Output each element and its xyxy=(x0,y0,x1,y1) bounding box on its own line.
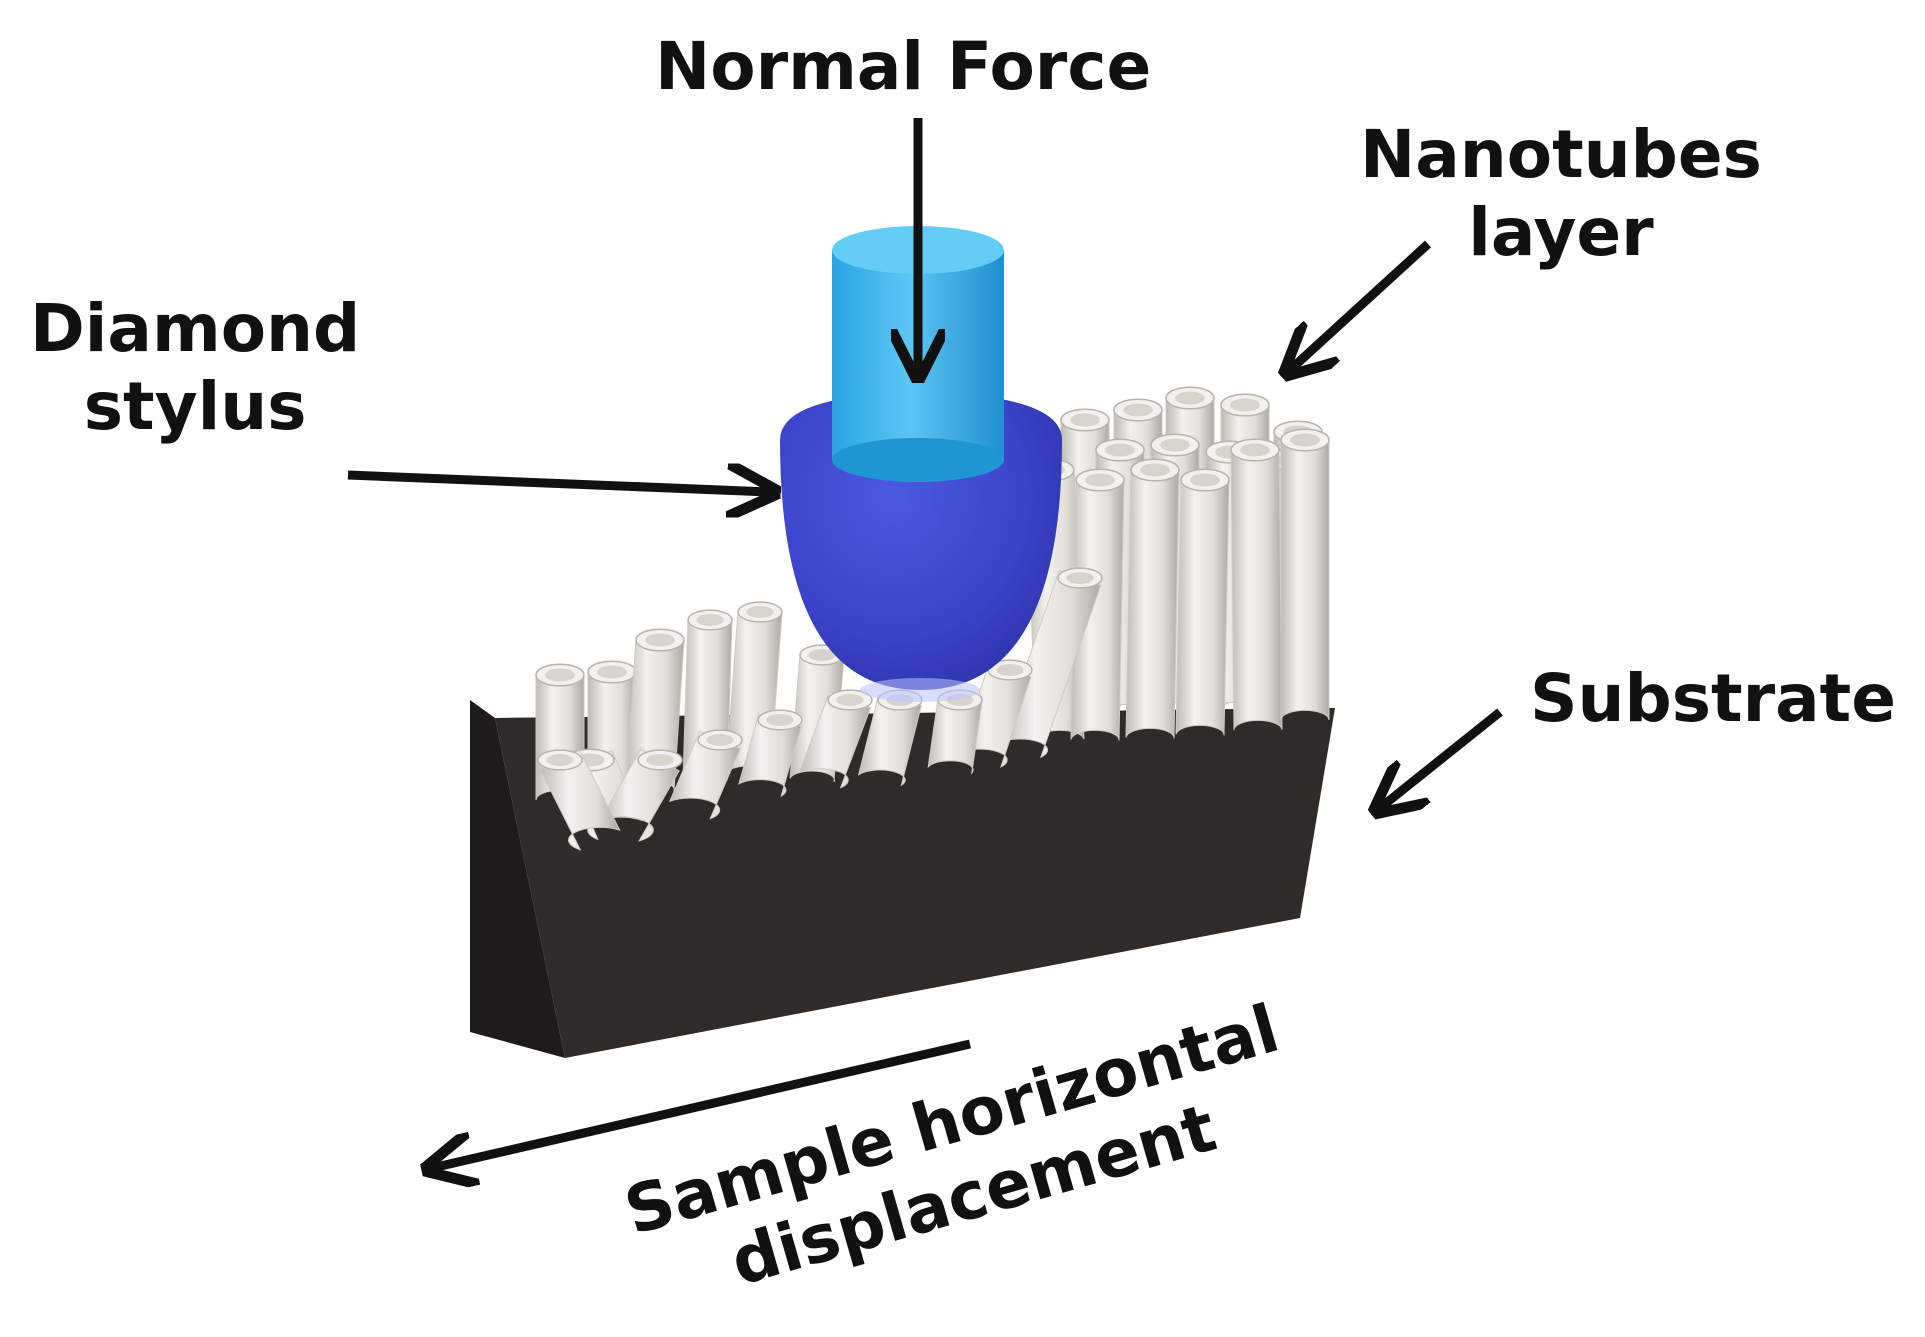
nanotube xyxy=(668,729,743,820)
nanotube xyxy=(958,659,1033,768)
nanotube-hole xyxy=(1105,443,1135,457)
nanotube xyxy=(1230,438,1283,731)
diamond-stylus-arrow xyxy=(347,475,770,492)
diamond-label-line1: Diamond xyxy=(30,290,361,367)
nanotube-hole xyxy=(545,668,575,682)
diamond-stylus xyxy=(780,226,1062,702)
displacement-arrow xyxy=(432,1039,972,1168)
nanotube xyxy=(1125,458,1180,739)
nanotube-body xyxy=(539,749,621,851)
substrate-side xyxy=(470,700,565,1058)
nanotubes-label-line1: Nanotubes xyxy=(1360,116,1762,193)
nanotube-body xyxy=(1280,439,1330,721)
normal-force-label: Normal Force xyxy=(655,28,1151,106)
diamond-stylus-label: Diamond stylus xyxy=(30,290,360,446)
nanotube-hole xyxy=(1085,473,1115,487)
nanotube-hole xyxy=(766,714,794,726)
nanotube-hole xyxy=(836,694,864,706)
nanotube-hole xyxy=(996,664,1024,676)
nanotube-body xyxy=(1230,449,1283,731)
normal-force-text: Normal Force xyxy=(655,28,1152,105)
substrate-arrow xyxy=(1380,708,1503,808)
nanotube-hole xyxy=(706,734,734,746)
nanotube xyxy=(798,689,873,789)
nanotube-hole xyxy=(1240,443,1270,457)
nanotube xyxy=(1175,468,1230,736)
nanotube xyxy=(537,749,621,851)
nanotube-body xyxy=(927,696,983,775)
nanotubes-label-line2: layer xyxy=(1468,193,1654,271)
annotation-arrows xyxy=(347,118,1503,1168)
nanotube-body xyxy=(1125,469,1180,739)
nanotube-hole xyxy=(646,754,674,766)
nanotube xyxy=(738,709,803,798)
nanotube-hole xyxy=(1066,572,1094,584)
nanotube-hole xyxy=(1175,391,1205,405)
nanotube xyxy=(998,567,1103,759)
nanotube-body xyxy=(798,691,872,789)
substrate-text: Substrate xyxy=(1530,660,1896,737)
nanotube xyxy=(1070,468,1125,741)
nanotube-hole xyxy=(1070,413,1100,427)
nanotube-hole xyxy=(1190,473,1220,487)
stylus-shank-bottom xyxy=(832,438,1004,482)
nanotube-body xyxy=(668,730,741,820)
nanotube-hole xyxy=(1123,403,1153,417)
nanotube-body xyxy=(1070,479,1125,741)
nanotube-hole xyxy=(1140,463,1170,477)
nanotubes-arrow xyxy=(1290,240,1432,370)
nanotube xyxy=(1280,428,1330,721)
nanotube-hole xyxy=(696,614,724,626)
nanotube-hole xyxy=(645,633,675,647)
nanotube-hole xyxy=(1230,398,1260,412)
nanotube-hole xyxy=(1290,433,1320,447)
nanotube-body xyxy=(738,713,802,798)
diamond-label-line2: stylus xyxy=(83,367,307,445)
nanotube-hole xyxy=(597,665,627,679)
nanotube-hole xyxy=(808,649,836,661)
nanotube-hole xyxy=(546,754,574,766)
substrate-label: Substrate xyxy=(1530,660,1896,738)
nanotube xyxy=(927,689,983,775)
nanotube-hole xyxy=(1160,438,1190,452)
nanotubes-layer-label: Nanotubes layer xyxy=(1360,116,1762,272)
nanotube-hole xyxy=(746,606,774,618)
nanotube-body xyxy=(1175,479,1230,736)
stylus-contact-glow xyxy=(860,678,980,702)
nanotube-body xyxy=(857,694,922,787)
